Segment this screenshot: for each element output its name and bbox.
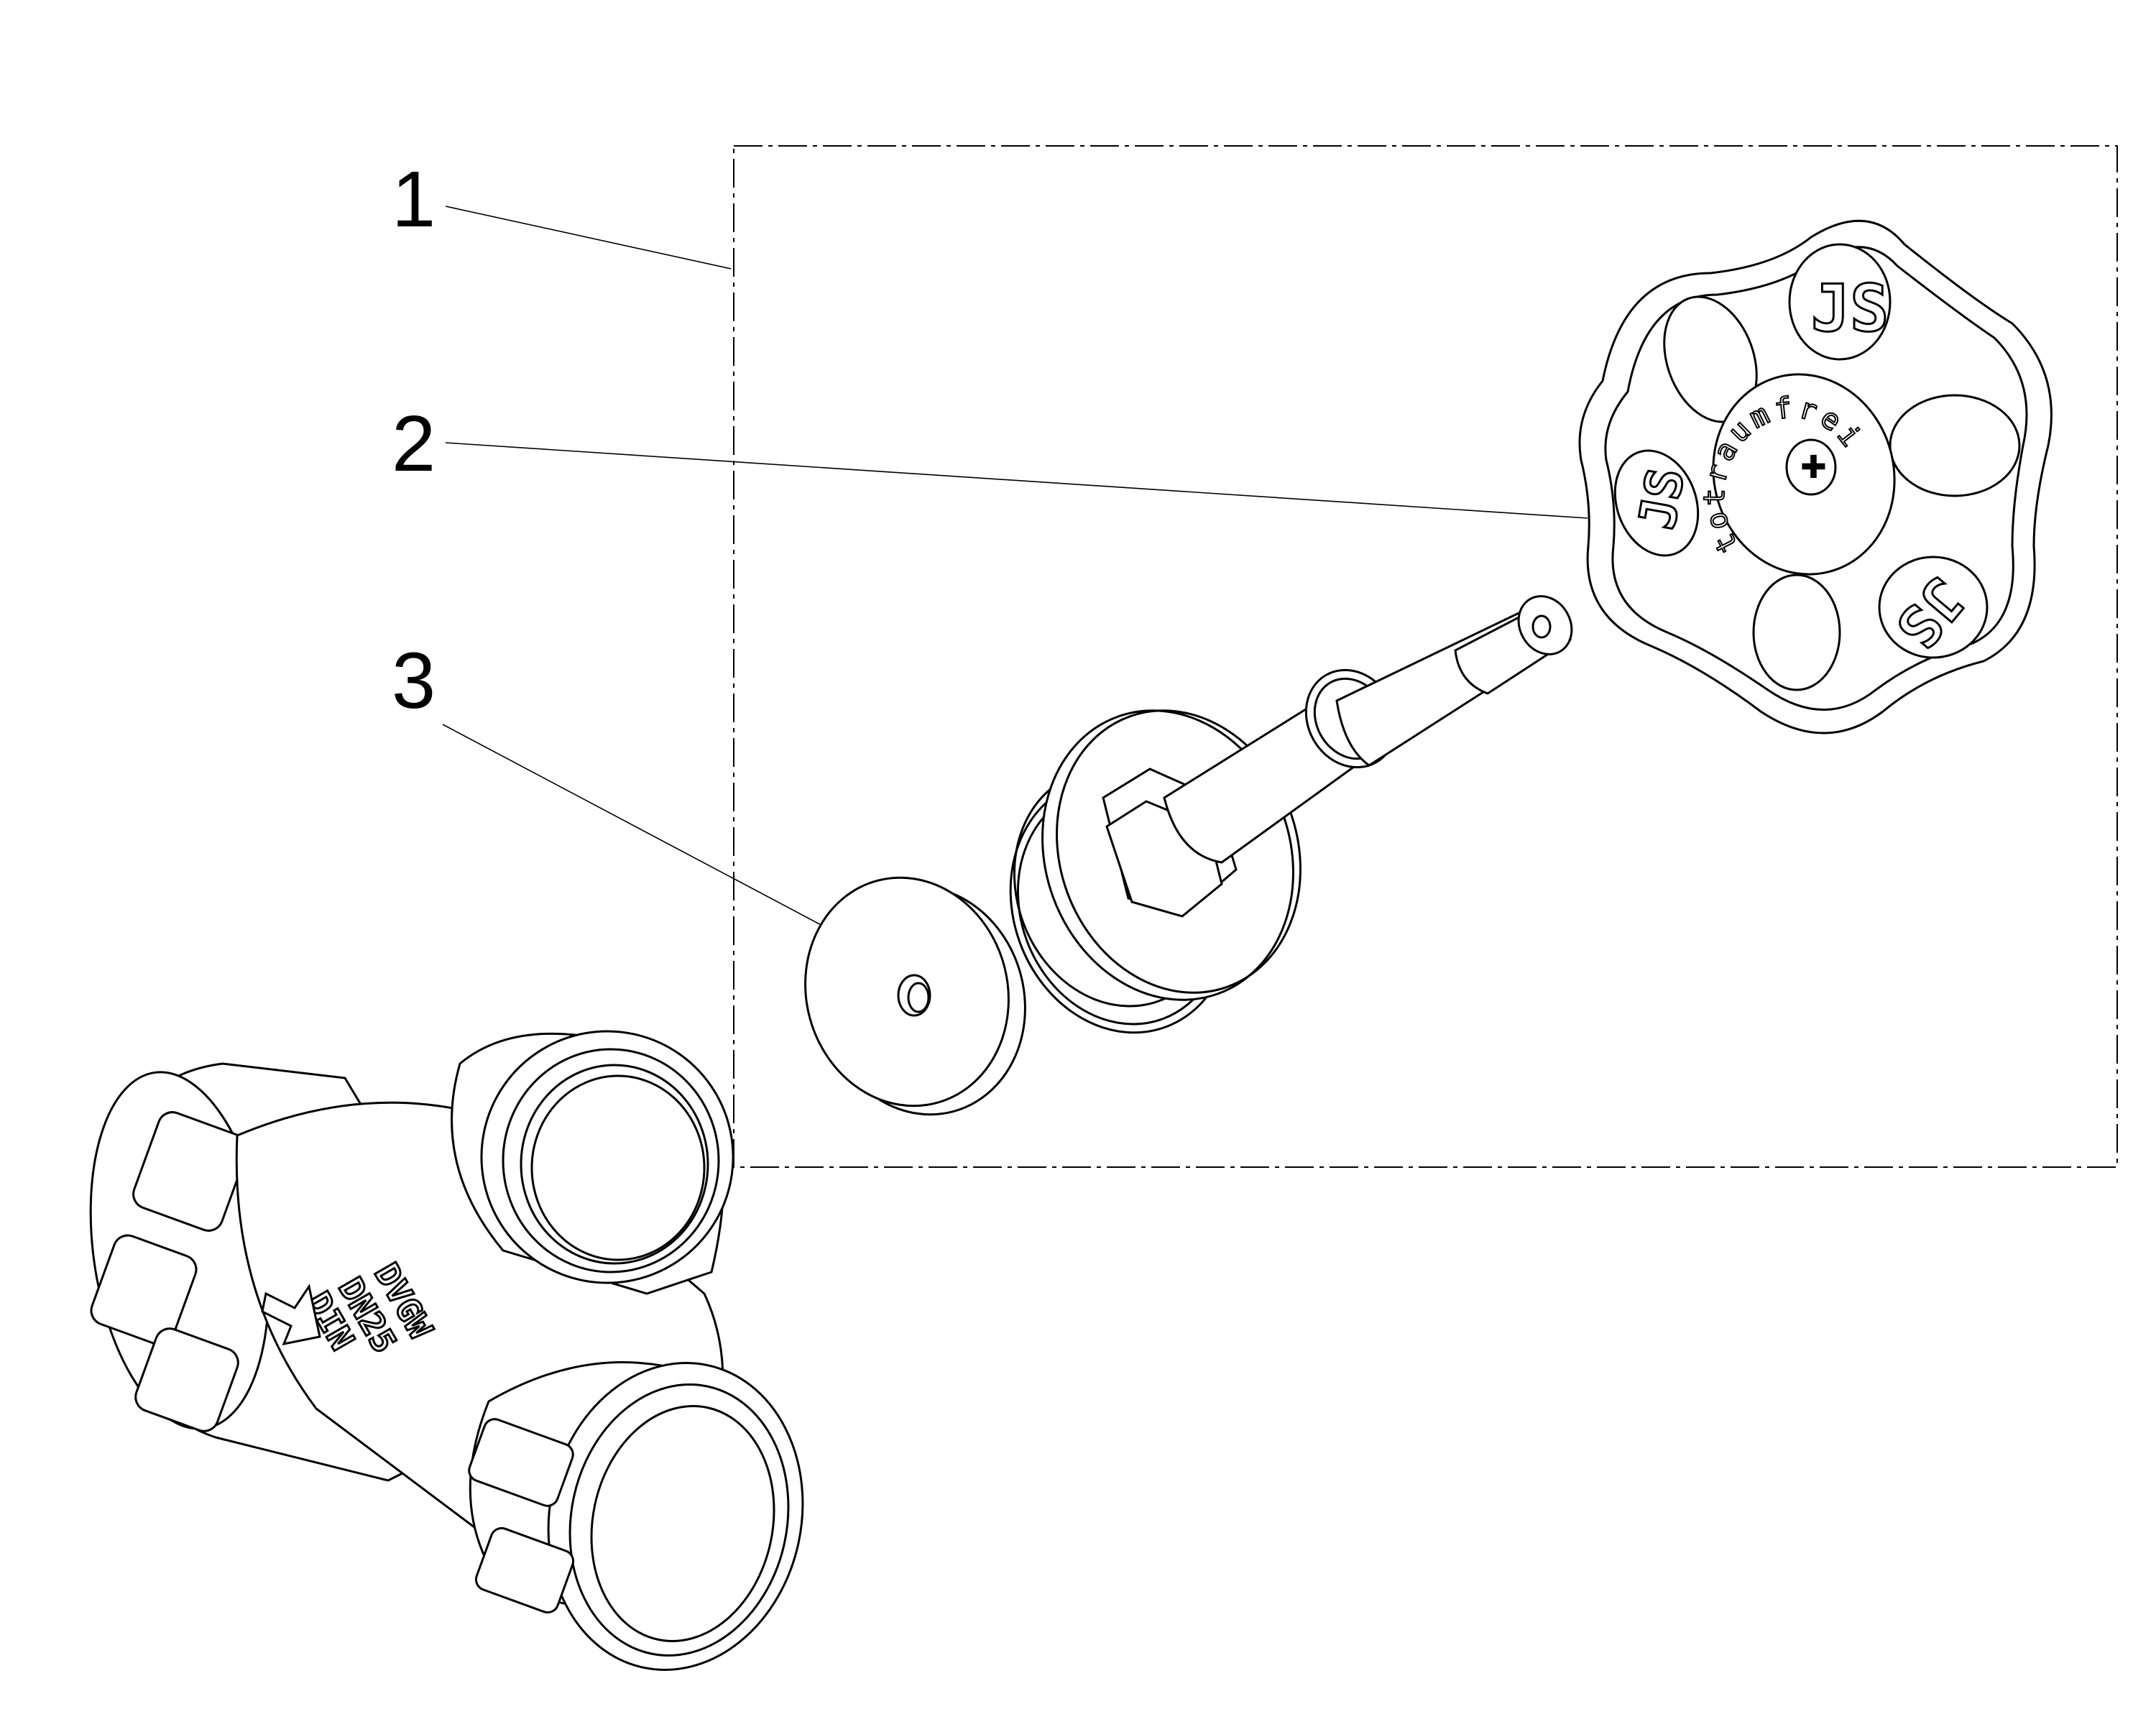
assembly-group-box xyxy=(733,145,2118,1168)
callout-2: 2 xyxy=(392,400,1588,519)
svg-text:JS: JS xyxy=(1627,464,1695,533)
valve-body-part: DVGW DN25 DIN xyxy=(89,1030,804,1671)
leader-line xyxy=(442,724,864,948)
handwheel-part: JS JS JS totraumfrei ✚ xyxy=(1578,219,2053,734)
callout-number: 2 xyxy=(392,400,436,488)
flow-arrow-icon xyxy=(261,1284,321,1346)
center-screw xyxy=(1785,438,1837,496)
callout-number: 3 xyxy=(392,637,436,725)
callout-3: 3 xyxy=(392,637,864,948)
washer-part xyxy=(804,876,1026,1116)
leader-line xyxy=(445,206,732,270)
screw-cross-icon: ✚ xyxy=(1800,449,1827,486)
js-logo: JS xyxy=(1811,271,1889,346)
leader-line xyxy=(445,442,1588,519)
callout-1: 1 xyxy=(392,155,732,270)
bonnet-spindle-part xyxy=(1009,595,1573,1034)
callout-number: 1 xyxy=(392,155,436,244)
js-logo-medallion xyxy=(1788,243,1892,361)
